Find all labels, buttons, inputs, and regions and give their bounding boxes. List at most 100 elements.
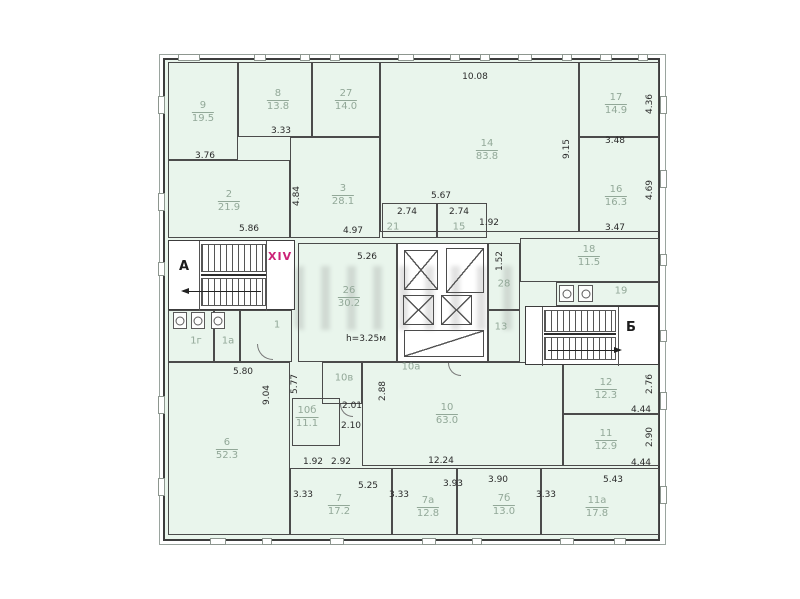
dimension-label: 4.44 [630, 458, 652, 468]
room-7б [457, 468, 541, 535]
dimension-label: 3.90 [487, 475, 509, 485]
room-10б [292, 398, 340, 446]
room-27 [312, 62, 380, 137]
room-28 [488, 243, 520, 310]
dimension-label: 5.43 [602, 475, 624, 485]
room-6 [168, 362, 290, 535]
window-mark [254, 54, 266, 61]
window-mark [330, 538, 344, 545]
dimension-label: 10.08 [462, 72, 488, 82]
dimension-label: 3.33 [270, 126, 292, 136]
window-mark [158, 96, 165, 114]
stair-wall-line [542, 307, 543, 366]
dimension-label: 3.48 [604, 136, 626, 146]
stair-treads-icon [544, 337, 616, 360]
staircase-a-label: А [179, 259, 190, 274]
room-21 [382, 203, 437, 238]
staircase-b-label: Б [626, 320, 636, 335]
toilet-fixture-icon [191, 312, 205, 329]
window-mark [450, 54, 460, 61]
stair-treads-icon [201, 244, 266, 272]
window-mark [560, 538, 574, 545]
stair-direction-arrow-icon [548, 346, 622, 353]
room-2 [168, 160, 290, 238]
dimension-label: 1.92 [478, 218, 500, 228]
dimension-label: 2.74 [396, 207, 418, 217]
toilet-fixture-icon [578, 285, 593, 302]
room-label-28: 28 [497, 278, 511, 290]
window-mark [398, 54, 414, 61]
dimension-label: 12.24 [428, 456, 454, 466]
room-label-21: 21 [386, 221, 400, 233]
room-15 [437, 203, 487, 238]
dimension-label: 3.76 [194, 151, 216, 161]
room-17 [579, 62, 659, 137]
dimension-label: 3.93 [442, 479, 464, 489]
room-1г [168, 310, 214, 362]
window-mark [422, 538, 436, 545]
window-mark [638, 54, 648, 61]
window-mark [158, 193, 165, 211]
dimension-label: 4.36 [645, 93, 655, 115]
dimension-label: 2.88 [378, 380, 388, 402]
window-mark [262, 538, 272, 545]
window-mark [600, 54, 612, 61]
watermark [295, 266, 520, 330]
staircase-a: А XIV [168, 240, 295, 311]
window-mark [660, 486, 667, 504]
room-13 [488, 310, 520, 362]
room-18 [520, 238, 659, 282]
room-16 [579, 137, 659, 232]
elevator-shaft-icon [441, 295, 472, 325]
room-7а [392, 468, 457, 535]
room-1а [214, 310, 240, 362]
window-mark [660, 330, 667, 342]
dimension-label: 2.76 [645, 373, 655, 395]
room-label-15: 15 [452, 221, 466, 233]
toilet-fixture-icon [559, 285, 574, 302]
dimension-label: 2.90 [645, 426, 655, 448]
dimension-label: 5.67 [430, 191, 452, 201]
room-10в [322, 362, 362, 404]
window-mark [518, 54, 532, 61]
dimension-label: 4.84 [292, 185, 302, 207]
room-11а [541, 468, 659, 535]
toilet-fixture-icon [173, 312, 187, 329]
stair-landing-line [544, 333, 616, 335]
window-mark [480, 54, 490, 61]
dimension-label: 5.77 [290, 373, 300, 395]
dimension-label: 3.33 [388, 490, 410, 500]
room-label-1: 1 [273, 319, 281, 331]
dimension-label: 2.74 [448, 207, 470, 217]
dimension-label: 1.52 [495, 250, 505, 272]
room-label-10а: 10а [401, 361, 421, 373]
stair-wall-line [618, 307, 619, 366]
window-mark [330, 54, 340, 61]
stair-landing-line [201, 274, 266, 276]
room-label-13: 13 [494, 321, 508, 333]
window-mark [614, 538, 626, 545]
dimension-label: 2.92 [330, 457, 352, 467]
dimension-label: 3.33 [292, 490, 314, 500]
dimension-label: 5.86 [238, 224, 260, 234]
toilet-fixture-icon [211, 312, 225, 329]
window-mark [158, 262, 165, 276]
dimension-label: 2.10 [340, 421, 362, 431]
elevator-shaft-icon [446, 248, 484, 293]
room-3 [290, 137, 380, 238]
room-7 [290, 468, 392, 535]
stair-wall-line [199, 241, 200, 311]
room-11 [563, 414, 659, 466]
window-mark [178, 54, 200, 61]
